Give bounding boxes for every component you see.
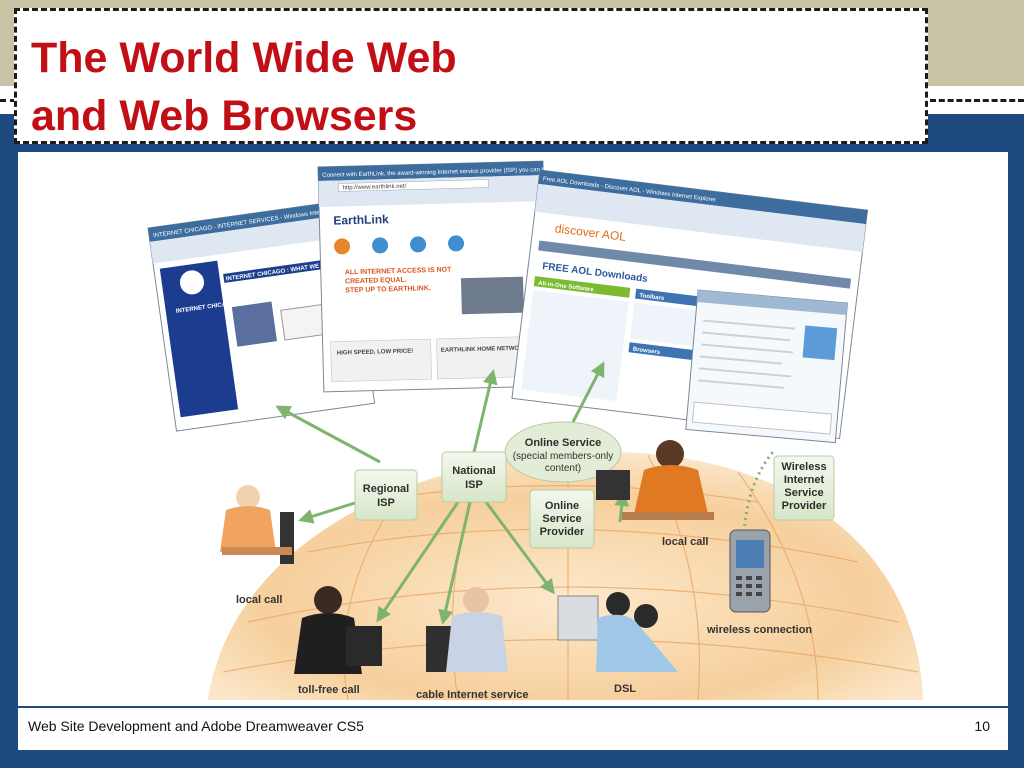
- online-service-label: Online Service: [525, 437, 601, 449]
- chicago-logo-icon: [178, 268, 207, 297]
- online-provider-line-1: Online: [545, 500, 579, 512]
- chat-window: [685, 289, 848, 444]
- online-provider-line-2: Service: [542, 513, 581, 525]
- earthlink-logo: EarthLink: [333, 212, 389, 227]
- wireless-line-3: Service: [784, 487, 823, 499]
- aol-toolbar-title: Toolbars: [639, 293, 665, 302]
- cell-phone-icon: [729, 529, 771, 613]
- person-toll-free: [294, 586, 382, 674]
- dashed-rule-right: [930, 99, 1024, 102]
- dashed-rule-left: [0, 99, 16, 102]
- wireless-line-2: Internet: [784, 474, 825, 486]
- national-isp-line-1: National: [452, 465, 495, 477]
- slide-title: The World Wide Web and Web Browsers: [31, 29, 457, 145]
- wireless-signal: [742, 451, 775, 533]
- chicago-router-image: [231, 301, 278, 347]
- online-service-sub-2: content): [545, 463, 581, 474]
- internet-access-icon[interactable]: [334, 238, 351, 255]
- browser-window-internet-chicago: INTERNET CHICAGO - INTERNET SERVICES - W…: [147, 199, 376, 432]
- earthlink-url: http://www.earthlink.net/: [342, 184, 406, 192]
- arrow-national-to-cable: [438, 501, 472, 625]
- label-cable-internet-service: cable Internet service: [416, 689, 529, 701]
- label-local-call-left: local call: [236, 594, 282, 606]
- chat-avatar: [802, 325, 838, 361]
- label-local-call-right: local call: [662, 536, 708, 548]
- web-hosting-icon[interactable]: [410, 236, 427, 253]
- label-wireless-connection: wireless connection: [706, 624, 812, 636]
- footer-bar: Web Site Development and Adobe Dreamweav…: [18, 708, 1008, 750]
- person-local-call-right: [596, 440, 714, 520]
- wireless-line-4: Provider: [782, 500, 827, 512]
- wireless-isp-box: Wireless Internet Service Provider: [773, 455, 835, 521]
- earthlink-promo-left: HIGH SPEED, LOW PRICE!: [337, 349, 413, 357]
- arrow-national-to-dsl: [484, 501, 555, 595]
- earthlink-address-bar[interactable]: [338, 179, 489, 192]
- regional-isp-line-2: ISP: [377, 497, 395, 509]
- arrow-online-to-browser: [571, 361, 605, 423]
- person-local-call-left: [220, 485, 294, 564]
- online-service-provider-box: Online Service Provider: [529, 489, 595, 549]
- earthlink-headline-3: STEP UP TO EARTHLINK.: [345, 285, 431, 294]
- title-box: The World Wide Web and Web Browsers: [14, 8, 928, 144]
- earthlink-headline-1: ALL INTERNET ACCESS IS NOT: [345, 267, 452, 277]
- earthlink-headline-2: CREATED EQUAL.: [345, 277, 407, 286]
- label-toll-free-call: toll-free call: [298, 684, 360, 696]
- arrow-regional-to-local-call: [298, 500, 359, 524]
- arrow-regional-to-browser: [275, 405, 381, 464]
- internet-diagram: INTERNET CHICAGO - INTERNET SERVICES - W…: [147, 160, 923, 701]
- footer-text: Web Site Development and Adobe Dreamweav…: [28, 718, 364, 734]
- online-service-bubble: Online Service (special members-only con…: [504, 421, 622, 483]
- online-service-sub-1: (special members-only: [513, 451, 614, 462]
- regional-isp-box: Regional ISP: [354, 469, 418, 521]
- content-area: INTERNET CHICAGO - INTERNET SERVICES - W…: [18, 152, 1008, 706]
- person-cable: [426, 587, 508, 672]
- label-dsl: DSL: [614, 683, 636, 695]
- national-isp-box: National ISP: [441, 451, 507, 503]
- title-line-2: and Web Browsers: [31, 92, 418, 140]
- earthlink-promo-right: EARTHLINK HOME NETWORK: [441, 346, 529, 354]
- regional-isp-line-1: Regional: [363, 483, 409, 495]
- arrow-national-to-browser: [472, 369, 498, 453]
- aol-browsers-title: Browsers: [632, 347, 661, 356]
- page-number: 10: [974, 718, 990, 734]
- online-provider-line-3: Provider: [540, 526, 585, 538]
- national-isp-line-2: ISP: [465, 479, 483, 491]
- title-line-1: The World Wide Web: [31, 34, 457, 82]
- wireless-line-1: Wireless: [781, 461, 826, 473]
- dsl-phone-icon[interactable]: [372, 237, 389, 254]
- arrow-national-to-toll-free: [376, 501, 460, 623]
- connection-arrows: [275, 361, 630, 625]
- laptop-image: [460, 276, 524, 315]
- chat-message-input[interactable]: [691, 401, 833, 435]
- people-dsl: [557, 592, 678, 672]
- software-tools-icon[interactable]: [448, 235, 465, 252]
